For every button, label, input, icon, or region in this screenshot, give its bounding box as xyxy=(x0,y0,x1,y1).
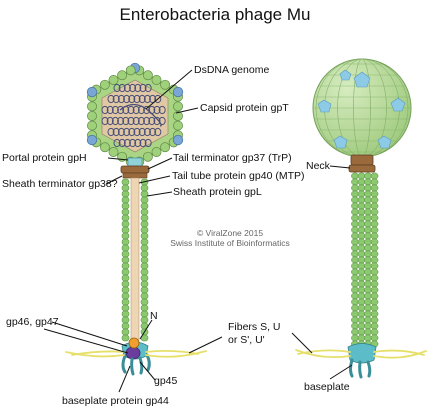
gp46-protein xyxy=(128,337,140,349)
right-baseplate xyxy=(347,343,377,379)
dsdna-genome xyxy=(101,83,166,148)
left-baseplate xyxy=(121,337,151,376)
diagram-title: Enterobacteria phage Mu xyxy=(120,5,311,24)
tail-sheath xyxy=(121,178,149,342)
label-sheath-terminator: Sheath terminator gp38? xyxy=(2,178,118,190)
label-fibers-line-2: or S', U' xyxy=(228,334,265,346)
label-tail-terminator: Tail terminator gp37 (TrP) xyxy=(173,152,292,164)
left-phage-cross-section xyxy=(65,62,207,376)
capsid xyxy=(86,62,184,170)
right-phage-surface-view xyxy=(295,58,427,379)
label-sheath-protein: Sheath protein gpL xyxy=(173,186,262,198)
credit-line-2: Swiss Institute of Bioinformatics xyxy=(170,238,290,248)
gp47-protein xyxy=(125,346,141,360)
right-tail-fibers xyxy=(295,349,427,359)
sheath-terminator xyxy=(122,172,148,179)
portal-protein xyxy=(127,157,143,167)
label-portal-protein: Portal protein gpH xyxy=(2,152,87,164)
label-capsid-protein: Capsid protein gpT xyxy=(200,102,289,114)
right-tail-sheath xyxy=(351,172,379,348)
label-fibers-line-1: Fibers S, U xyxy=(228,321,281,333)
label-dsdna-genome: DsDNA genome xyxy=(194,64,269,76)
label-baseplate-protein: baseplate protein gp44 xyxy=(62,395,169,407)
neck xyxy=(350,154,374,166)
leader-lines xyxy=(43,69,353,393)
label-gp45: gp45 xyxy=(154,375,178,387)
label-tail-tube: Tail tube protein gp40 (MTP) xyxy=(172,170,304,182)
tail-tube xyxy=(130,177,140,341)
capsid-pentamers xyxy=(317,69,406,149)
left-tail-fibers xyxy=(65,349,207,358)
tail-terminator xyxy=(120,165,150,174)
label-neck: Neck xyxy=(306,160,331,172)
label-n-terminus: N xyxy=(150,310,158,322)
label-gp46-gp47: gp46, gp47 xyxy=(6,316,59,328)
credit-line-1: © ViralZone 2015 xyxy=(197,228,263,238)
label-baseplate: baseplate xyxy=(304,381,350,393)
